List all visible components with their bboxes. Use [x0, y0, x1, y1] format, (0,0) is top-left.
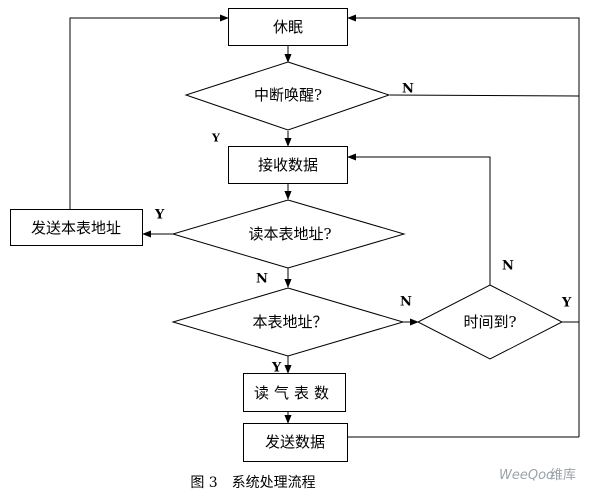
send-data-label: 发送数据 [265, 433, 325, 451]
sleep-box [228, 8, 348, 46]
edge-time-up-no-to-receive [347, 153, 491, 285]
read-address-no-label: N [256, 272, 268, 287]
watermark-cn: 维库 [550, 467, 576, 483]
sleep-label: 休眠 [273, 18, 303, 36]
edge-return-to-sleep [347, 14, 580, 437]
meter-address-no-label: N [400, 295, 412, 310]
time-up-yes-label: Y [561, 296, 572, 311]
meter-address-diamond [171, 287, 405, 357]
weeqoo-watermark: WeeQoo 维库 [499, 467, 576, 483]
time-up-no-label: N [502, 259, 514, 274]
time-up-label: 时间到? [463, 313, 516, 331]
send-data-box [243, 423, 348, 462]
read-gas-meter-label: 读气表数 [254, 384, 334, 402]
interrupt-wakeup-diamond [184, 61, 391, 131]
interrupt-wakeup-label: 中断唤醒? [254, 86, 322, 104]
watermark-brand: WeeQoo [499, 468, 554, 483]
read-meter-address-diamond [171, 199, 406, 269]
send-meter-address-box [10, 209, 143, 246]
receive-data-label: 接收数据 [258, 156, 318, 174]
read-gas-meter-box [243, 373, 346, 412]
time-up-diamond [416, 284, 564, 360]
figure-caption: 图 3 系统处理流程 [190, 475, 315, 491]
interrupt-no-label: N [402, 82, 414, 97]
edge-interrupt-no-right [389, 94, 580, 97]
read-meter-address-label: 读本表地址? [248, 225, 331, 243]
meter-address-yes-label: Y [271, 361, 282, 376]
edge-send-address-back-to-sleep [69, 14, 229, 209]
read-address-yes-label: Y [154, 208, 165, 223]
send-meter-address-label: 发送本表地址 [31, 219, 121, 237]
interrupt-yes-label: Y [211, 132, 220, 145]
receive-data-box [228, 146, 348, 184]
meter-address-label: 本表地址？ [252, 313, 327, 331]
